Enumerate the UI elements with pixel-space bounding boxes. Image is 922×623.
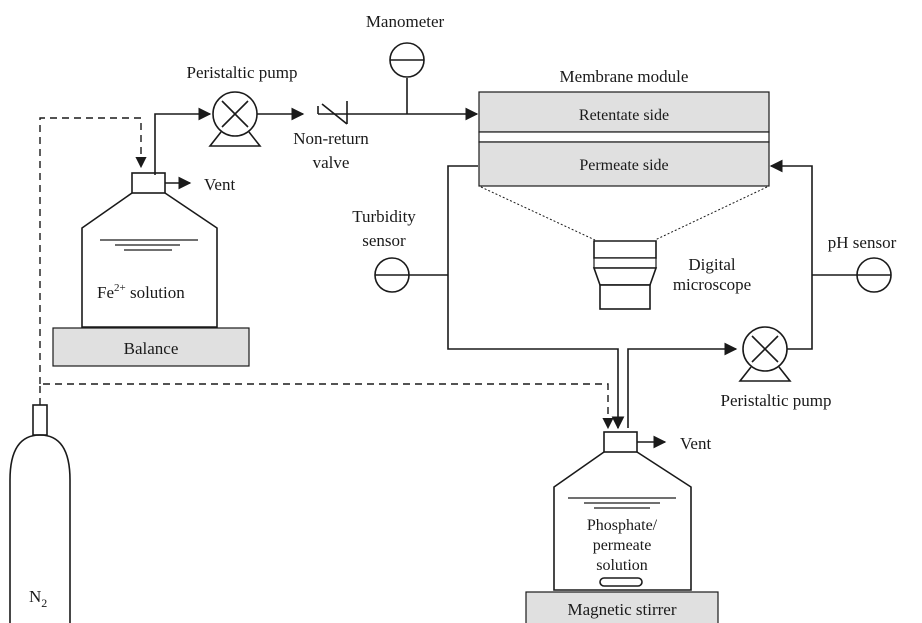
n2-gas-line-to-stirrer-tank <box>39 383 614 430</box>
membrane-module <box>478 91 770 187</box>
feed-line-to-pump <box>154 107 212 175</box>
balance <box>52 327 250 367</box>
ph-sensor <box>812 257 892 293</box>
retentate-side-label: Retentate side <box>579 107 669 124</box>
peristaltic-pump-bottom <box>738 326 792 382</box>
turbidity-sensor-label-line2: sensor <box>362 231 406 250</box>
fe-solution-tank <box>81 172 218 328</box>
n2-label: N2 <box>29 587 47 610</box>
fe-solution-label: Fe2+ solution <box>97 282 185 302</box>
peristaltic-pump-bottom-label: Peristaltic pump <box>721 391 832 410</box>
ph-sensor-label: pH sensor <box>828 233 897 252</box>
digital-microscope-label-line1: Digital <box>688 255 735 274</box>
manometer <box>389 42 425 114</box>
digital-microscope-label-line2: microscope <box>673 275 751 294</box>
recycle-line-to-pump <box>627 342 738 428</box>
turbidity-sensor-label-line1: Turbidity <box>352 207 416 226</box>
magnetic-stirrer-label: Magnetic stirrer <box>567 600 676 619</box>
permeate-side-label: Permeate side <box>579 157 668 174</box>
phosphate-label-line3: solution <box>596 557 648 574</box>
manometer-label: Manometer <box>366 12 445 31</box>
vent-label-bottom: Vent <box>680 434 711 453</box>
non-return-valve-label-line1: Non-return <box>293 129 369 148</box>
microscope-view-line-left <box>480 186 596 241</box>
non-return-valve-label-line2: valve <box>313 153 350 172</box>
peristaltic-pump-top-label: Peristaltic pump <box>187 63 298 82</box>
recycle-line-to-permeate <box>769 159 813 350</box>
membrane-module-label: Membrane module <box>560 67 689 86</box>
n2-gas-line-to-fe-tank <box>39 117 147 384</box>
turbidity-sensor <box>374 257 448 293</box>
phosphate-label-line1: Phosphate/ <box>587 517 658 534</box>
digital-microscope <box>592 240 658 310</box>
non-return-valve <box>317 101 351 125</box>
microscope-view-line-right <box>654 186 768 241</box>
peristaltic-pump-top <box>208 91 262 147</box>
phosphate-permeate-tank <box>553 431 692 591</box>
vent-label-top: Vent <box>204 175 235 194</box>
permeate-outlet-line <box>447 165 625 430</box>
phosphate-label-line2: permeate <box>593 537 652 554</box>
magnetic-stirrer <box>525 591 719 623</box>
balance-label: Balance <box>124 339 179 358</box>
